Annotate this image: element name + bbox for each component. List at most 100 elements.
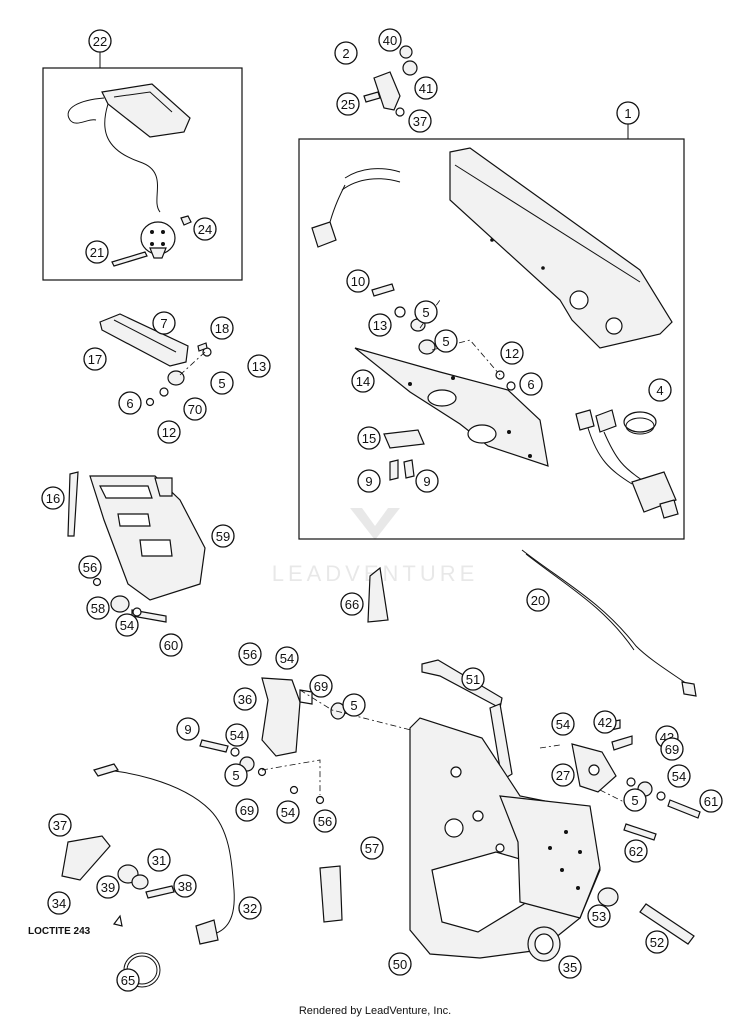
callout-label: 70: [188, 402, 202, 417]
guard-hardware: [527, 887, 695, 962]
cable-clamp: [363, 45, 418, 117]
callout-label: 5: [442, 334, 449, 349]
headlight-bracket-plate: [354, 347, 549, 467]
callout-label: 51: [466, 672, 480, 687]
callout-15: 15: [357, 426, 381, 450]
callout-70: 70: [183, 397, 207, 421]
callout-label: 69: [665, 742, 679, 757]
callout-label: 62: [629, 844, 643, 859]
callout-6-2: 6: [118, 391, 142, 415]
callout-label: 69: [240, 803, 254, 818]
callout-label: 9: [184, 722, 191, 737]
callout-label: 31: [152, 853, 166, 868]
callout-13: 13: [368, 313, 392, 337]
callout-label: 24: [198, 222, 212, 237]
callout-57: 57: [360, 836, 384, 860]
callout-label: 32: [243, 901, 257, 916]
callout-9: 9: [357, 469, 381, 493]
callout-label: 69: [314, 679, 328, 694]
callout-7: 7: [152, 311, 176, 335]
callout-69-3: 69: [660, 737, 684, 761]
callout-label: 54: [120, 618, 134, 633]
callout-label: 38: [178, 879, 192, 894]
callout-label: 6: [126, 396, 133, 411]
callout-51: 51: [461, 667, 485, 691]
callout-58: 58: [86, 596, 110, 620]
frame-guard: [319, 659, 601, 959]
callout-label: 22: [93, 34, 107, 49]
callout-52: 52: [645, 930, 669, 954]
callout-40: 40: [378, 28, 402, 52]
callout-label: 13: [373, 318, 387, 333]
callout-label: 16: [46, 491, 60, 506]
callout-60: 60: [159, 633, 183, 657]
callout-54-4: 54: [551, 712, 575, 736]
callout-69-2: 69: [235, 798, 259, 822]
mounting-bracket-right: [539, 719, 701, 841]
mounting-bracket-left: [199, 677, 471, 805]
callout-label: 61: [704, 794, 718, 809]
callout-label: 10: [351, 274, 365, 289]
callout-label: 17: [88, 352, 102, 367]
light-switch: [575, 409, 679, 519]
callout-label: 4: [656, 383, 663, 398]
callout-label: 27: [556, 768, 570, 783]
loctite-note: LOCTITE 243: [28, 926, 91, 937]
callout-label: 5: [232, 768, 239, 783]
callout-label: 56: [243, 647, 257, 662]
callout-label: 15: [362, 431, 376, 446]
callout-37: 37: [408, 109, 432, 133]
callout-label: 42: [598, 715, 612, 730]
callout-56-2: 56: [238, 642, 262, 666]
callout-label: 59: [216, 529, 230, 544]
callout-25: 25: [336, 92, 360, 116]
callout-label: 21: [90, 245, 104, 260]
callout-label: 5: [422, 305, 429, 320]
callout-22: 22: [88, 29, 112, 53]
callout-21: 21: [85, 240, 109, 264]
callout-label: 56: [83, 560, 97, 575]
callout-54: 54: [115, 613, 139, 637]
callout-13-2: 13: [247, 354, 271, 378]
callout-17: 17: [83, 347, 107, 371]
callout-label: 50: [393, 957, 407, 972]
callout-9-2: 9: [415, 469, 439, 493]
callout-5-4: 5: [342, 693, 366, 717]
callout-label: 5: [350, 698, 357, 713]
callout-label: 12: [505, 346, 519, 361]
callout-12: 12: [500, 341, 524, 365]
speedometer-kit-frame: [42, 67, 243, 281]
callout-9-3: 9: [176, 717, 200, 741]
callout-label: 56: [318, 814, 332, 829]
callout-2: 2: [334, 41, 358, 65]
callout-label: 5: [218, 376, 225, 391]
callout-69: 69: [309, 674, 333, 698]
callout-4: 4: [648, 378, 672, 402]
callout-5-6: 5: [623, 788, 647, 812]
callout-label: 54: [230, 728, 244, 743]
callout-50: 50: [388, 952, 412, 976]
callout-label: 54: [672, 769, 686, 784]
callout-label: 37: [413, 114, 427, 129]
callout-42: 42: [593, 710, 617, 734]
callout-label: 2: [342, 46, 349, 61]
number-plate-bracket: [99, 313, 212, 407]
callout-37-2: 37: [48, 813, 72, 837]
callout-54-3: 54: [225, 723, 249, 747]
callout-label: 40: [383, 33, 397, 48]
callout-10: 10: [346, 269, 370, 293]
callout-label: 9: [423, 474, 430, 489]
callout-65: 65: [116, 968, 140, 992]
callout-56-3: 56: [313, 809, 337, 833]
callout-label: 65: [121, 973, 135, 988]
callout-36: 36: [233, 687, 257, 711]
callout-label: 14: [356, 374, 370, 389]
callout-5: 5: [414, 300, 438, 324]
callout-27: 27: [551, 763, 575, 787]
callout-31: 31: [147, 848, 171, 872]
callout-label: 66: [345, 597, 359, 612]
callout-62: 62: [624, 839, 648, 863]
callout-5-5: 5: [224, 763, 248, 787]
callout-24: 24: [193, 217, 217, 241]
